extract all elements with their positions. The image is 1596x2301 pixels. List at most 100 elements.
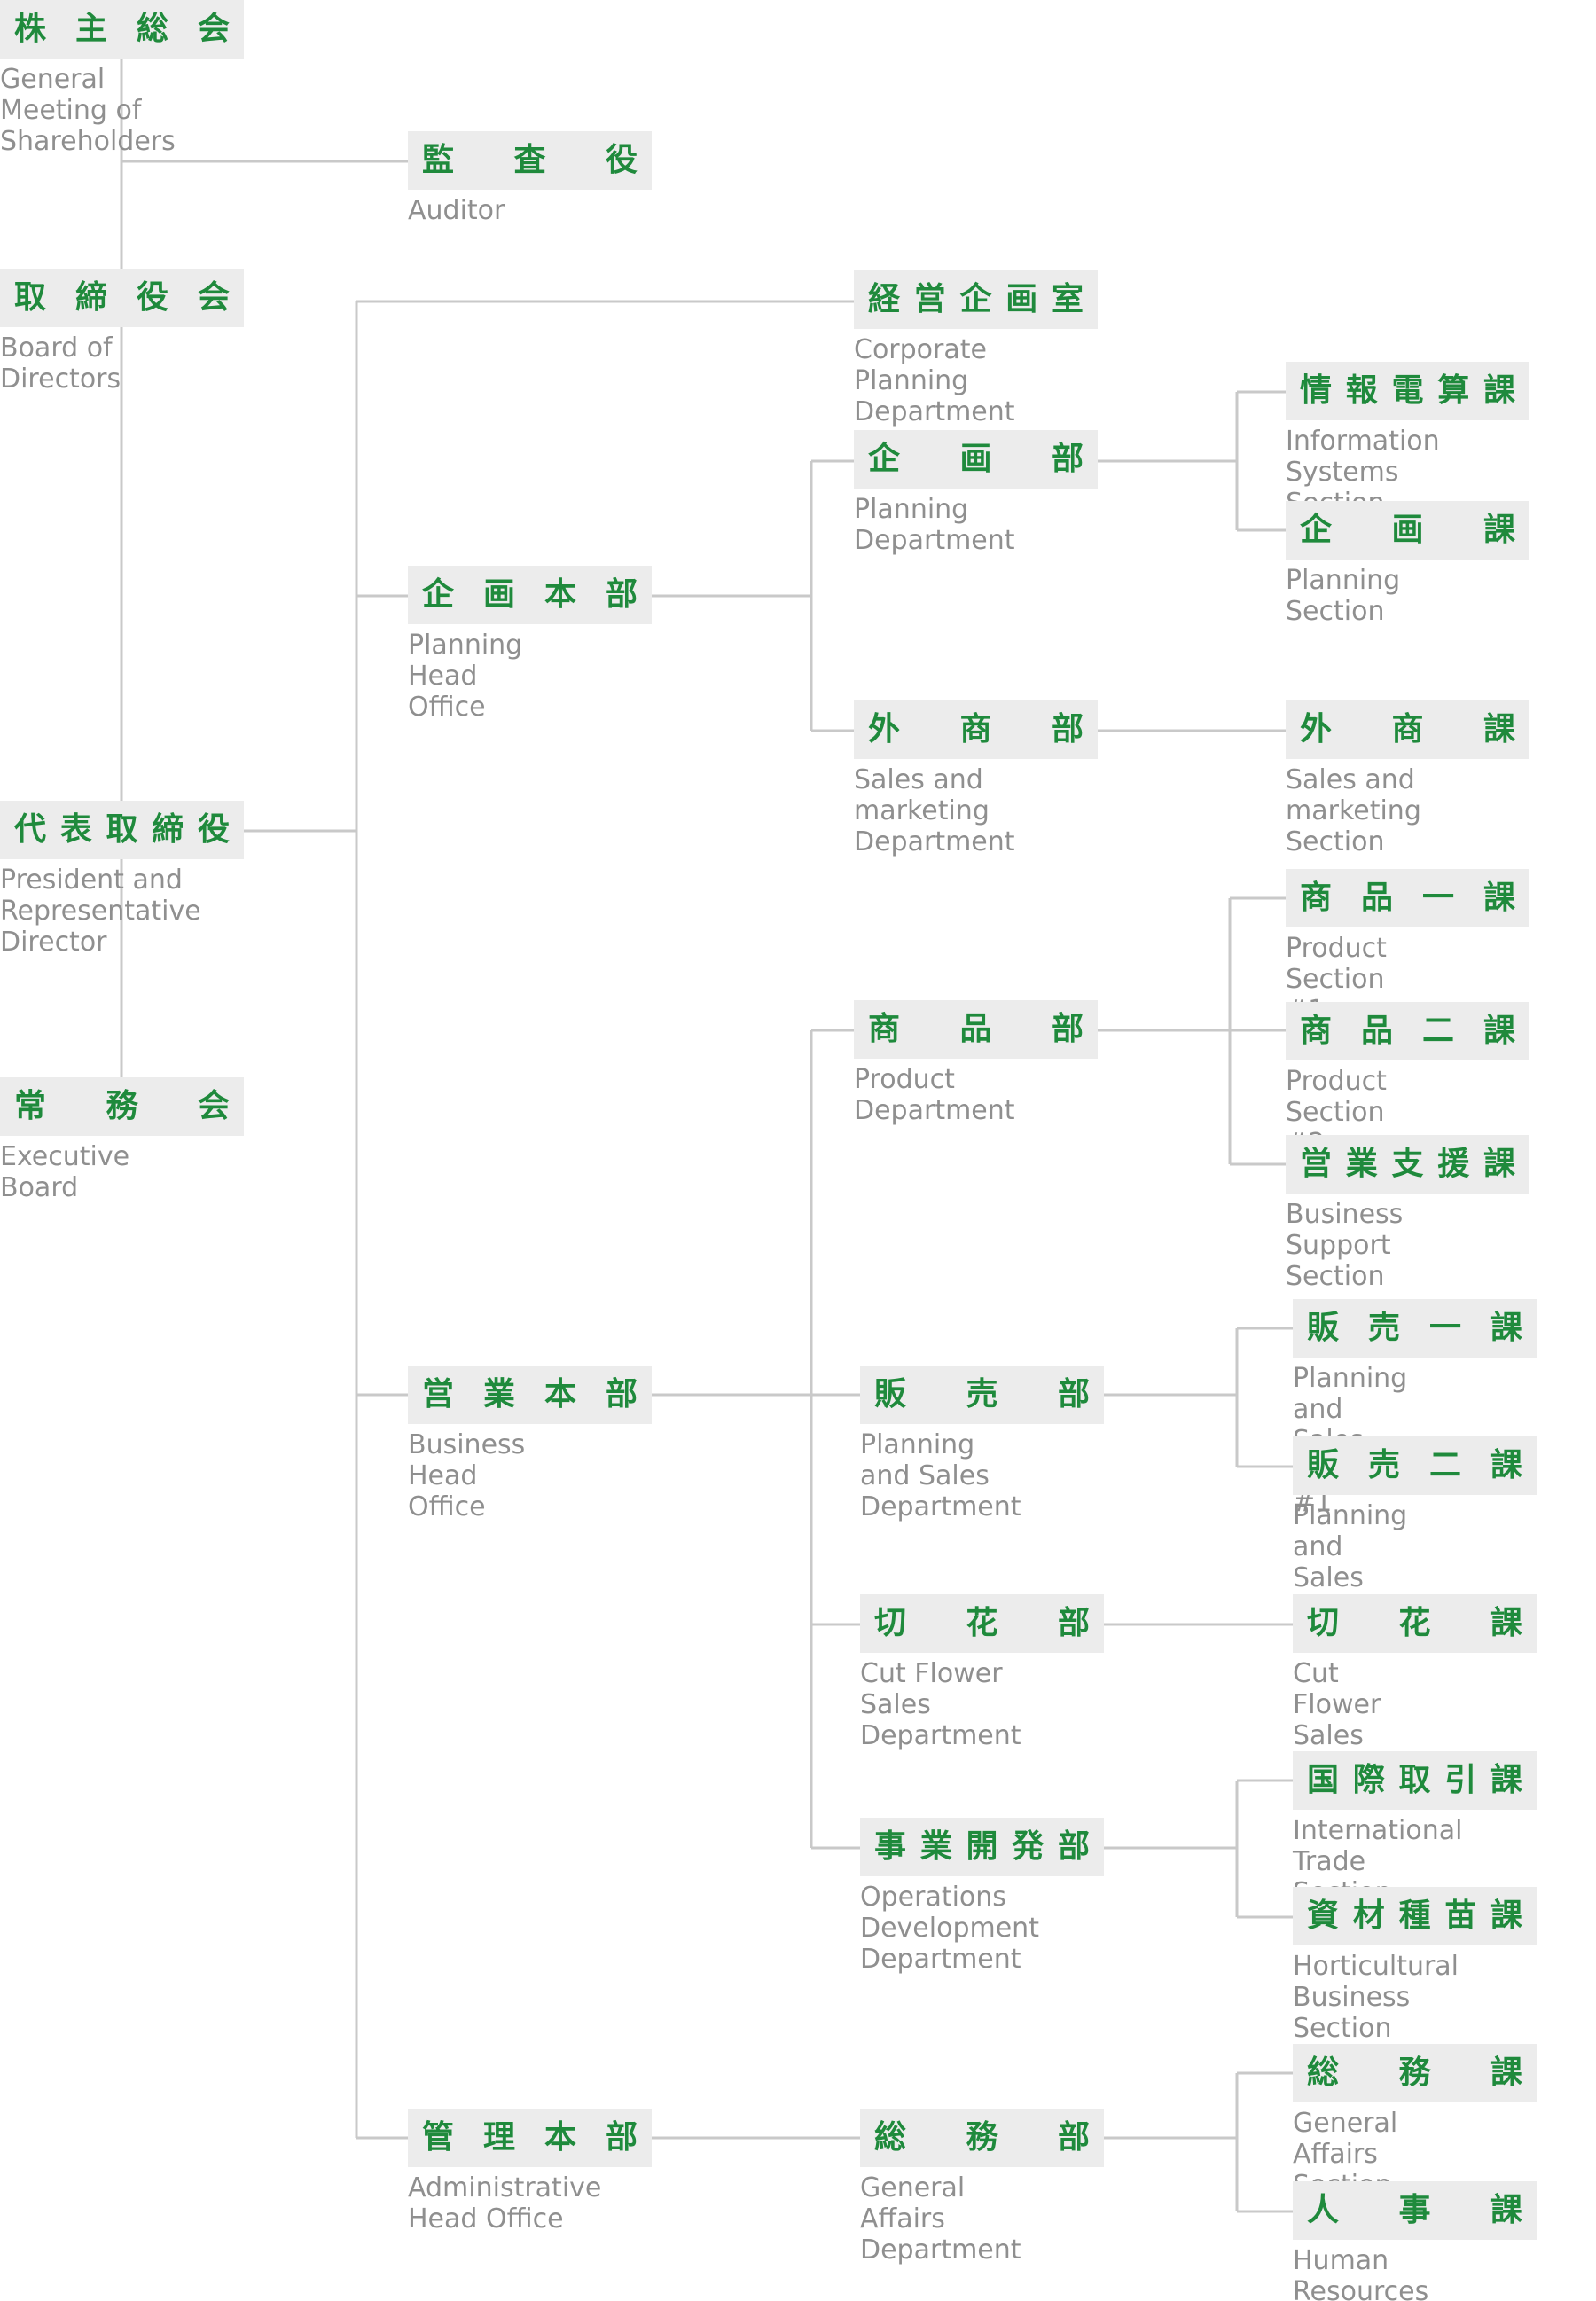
node-char: 部 xyxy=(1057,2119,1090,2156)
node-char: 課 xyxy=(1490,1605,1522,1641)
node-char: 花 xyxy=(1398,1605,1431,1641)
node-char: 取 xyxy=(1398,1762,1431,1798)
node-char: 役 xyxy=(136,279,168,316)
node-char: 課 xyxy=(1483,711,1515,747)
node-char: 部 xyxy=(1051,1011,1084,1047)
node-english-label: Operations Development Department xyxy=(860,1882,1039,1975)
node-char: 苗 xyxy=(1444,1898,1477,1934)
node-char: 務 xyxy=(966,2119,998,2156)
node-english-label: Executive Board xyxy=(0,1141,130,1203)
node-char: 売 xyxy=(1367,1310,1400,1346)
node-char: 品 xyxy=(1360,1013,1393,1049)
node-char: 管 xyxy=(422,2119,455,2156)
node-char: 売 xyxy=(1367,1447,1400,1483)
node-english-label: Business Head Office xyxy=(408,1429,526,1522)
node-english-label: International Trade Section xyxy=(1293,1815,1463,1908)
node-char: 課 xyxy=(1483,1013,1515,1049)
node-char: 引 xyxy=(1444,1762,1477,1798)
node-english-label: Planning Section xyxy=(1286,565,1401,627)
node-char: 売 xyxy=(966,1376,998,1413)
node-char: 算 xyxy=(1437,372,1470,409)
node-japanese-label: 情報電算課 xyxy=(1286,362,1530,420)
node-char: 部 xyxy=(605,576,638,613)
node-japanese-label: 国際取引課 xyxy=(1293,1751,1537,1810)
node-char: 発 xyxy=(1012,1828,1044,1865)
node-english-label: Board of Directors xyxy=(0,333,121,395)
node-english-label: Planning and Sales Department xyxy=(860,1429,1021,1522)
node-japanese-label: 人事課 xyxy=(1293,2181,1537,2240)
node-english-label: Sales and marketing Department xyxy=(854,764,1015,857)
node-japanese-label: 資材種苗課 xyxy=(1293,1887,1537,1945)
node-char: 企 xyxy=(959,281,992,317)
node-char: 商 xyxy=(1300,1013,1333,1049)
node-english-label: Planning Head Office xyxy=(408,630,523,723)
node-char: 二 xyxy=(1428,1447,1461,1483)
node-char: 資 xyxy=(1307,1898,1340,1934)
node-english-label: Cut Flower Sales Department xyxy=(860,1658,1021,1751)
node-char: 理 xyxy=(482,2119,515,2156)
node-english-label: General Affairs Section xyxy=(1293,2108,1398,2201)
node-char: 部 xyxy=(1057,1605,1090,1641)
node-japanese-label: 企画課 xyxy=(1286,501,1530,560)
node-english-label: Product Department xyxy=(854,1064,1015,1126)
node-char: 業 xyxy=(1345,1146,1378,1182)
node-char: 会 xyxy=(197,11,230,47)
node-char: 務 xyxy=(1398,2054,1431,2091)
node-char: 業 xyxy=(482,1376,515,1413)
node-char: 事 xyxy=(874,1828,907,1865)
node-char: 情 xyxy=(1300,372,1333,409)
node-english-label: Planning Department xyxy=(854,494,1015,556)
node-char: 会 xyxy=(197,1088,230,1124)
node-char: 企 xyxy=(868,441,901,477)
node-char: 本 xyxy=(544,2119,576,2156)
node-char: 開 xyxy=(966,1828,998,1865)
node-english-label: Administrative Head Office xyxy=(408,2172,602,2234)
node-char: 常 xyxy=(14,1088,47,1124)
node-char: 営 xyxy=(1300,1146,1333,1182)
node-char: 事 xyxy=(1398,2192,1431,2228)
node-char: 品 xyxy=(959,1011,992,1047)
node-japanese-label: 販売部 xyxy=(860,1366,1104,1424)
node-japanese-label: 外商課 xyxy=(1286,700,1530,759)
node-english-label: Product Section #2 xyxy=(1286,1066,1387,1159)
node-char: 総 xyxy=(136,11,168,47)
node-japanese-label: 管理本部 xyxy=(408,2109,652,2167)
node-char: 部 xyxy=(605,2119,638,2156)
node-char: 画 xyxy=(959,441,992,477)
node-char: 販 xyxy=(1307,1447,1340,1483)
node-char: 課 xyxy=(1490,1447,1522,1483)
node-char: 種 xyxy=(1398,1898,1431,1934)
node-char: 表 xyxy=(59,811,92,848)
node-char: 務 xyxy=(106,1088,138,1124)
node-char: 一 xyxy=(1421,880,1454,916)
node-char: 株 xyxy=(14,11,47,47)
node-char: 監 xyxy=(422,142,455,178)
node-char: 切 xyxy=(874,1605,907,1641)
node-char: 営 xyxy=(913,281,946,317)
node-english-label: General Meeting of Shareholders xyxy=(0,64,176,157)
node-char: 本 xyxy=(544,1376,576,1413)
node-char: 二 xyxy=(1421,1013,1454,1049)
node-char: 部 xyxy=(1051,441,1084,477)
node-char: 材 xyxy=(1352,1898,1385,1934)
node-char: 商 xyxy=(1391,711,1424,747)
node-char: 際 xyxy=(1352,1762,1385,1798)
node-english-label: Human Resources Section xyxy=(1293,2245,1429,2301)
node-char: 電 xyxy=(1391,372,1424,409)
node-char: 課 xyxy=(1483,512,1515,548)
node-japanese-label: 代表取締役 xyxy=(0,801,244,859)
node-char: 販 xyxy=(874,1376,907,1413)
node-char: 報 xyxy=(1345,372,1378,409)
node-japanese-label: 常務会 xyxy=(0,1077,244,1136)
node-char: 画 xyxy=(1005,281,1038,317)
node-char: 営 xyxy=(422,1376,455,1413)
node-char: 人 xyxy=(1307,2192,1340,2228)
node-char: 課 xyxy=(1483,372,1515,409)
node-char: 商 xyxy=(868,1011,901,1047)
node-char: 外 xyxy=(1300,711,1333,747)
node-char: 締 xyxy=(74,279,107,316)
node-char: 課 xyxy=(1490,1762,1522,1798)
node-japanese-label: 切花課 xyxy=(1293,1594,1537,1653)
